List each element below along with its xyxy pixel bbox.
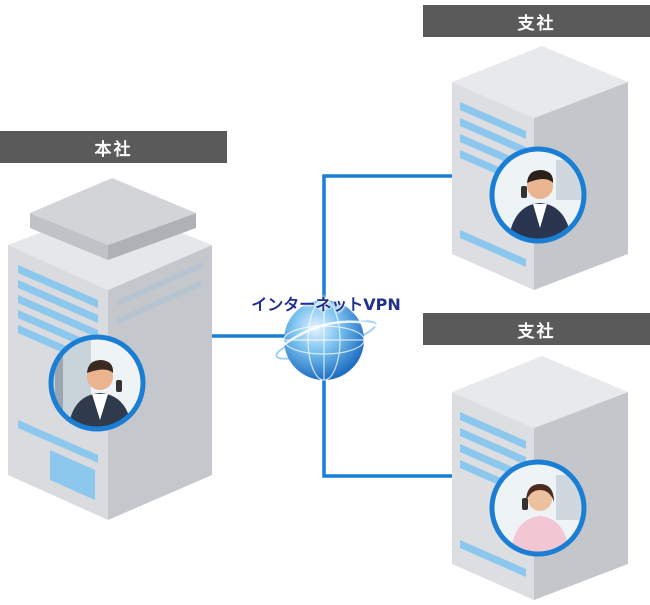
branch-top-label: 支社: [423, 5, 650, 37]
line-globe-branch-bottom: [322, 368, 455, 478]
branch-bottom-label: 支社: [423, 313, 650, 345]
internet-vpn-label: インターネットVPN: [251, 295, 401, 314]
branch-top-avatar: [489, 146, 587, 244]
headquarters-avatar: [48, 334, 146, 432]
internet-globe-icon: [273, 299, 379, 381]
headquarters-label: 本社: [0, 131, 227, 163]
branch-bottom-avatar: [489, 459, 587, 557]
line-globe-branch-top: [322, 174, 455, 312]
connection-lines: [212, 174, 455, 478]
